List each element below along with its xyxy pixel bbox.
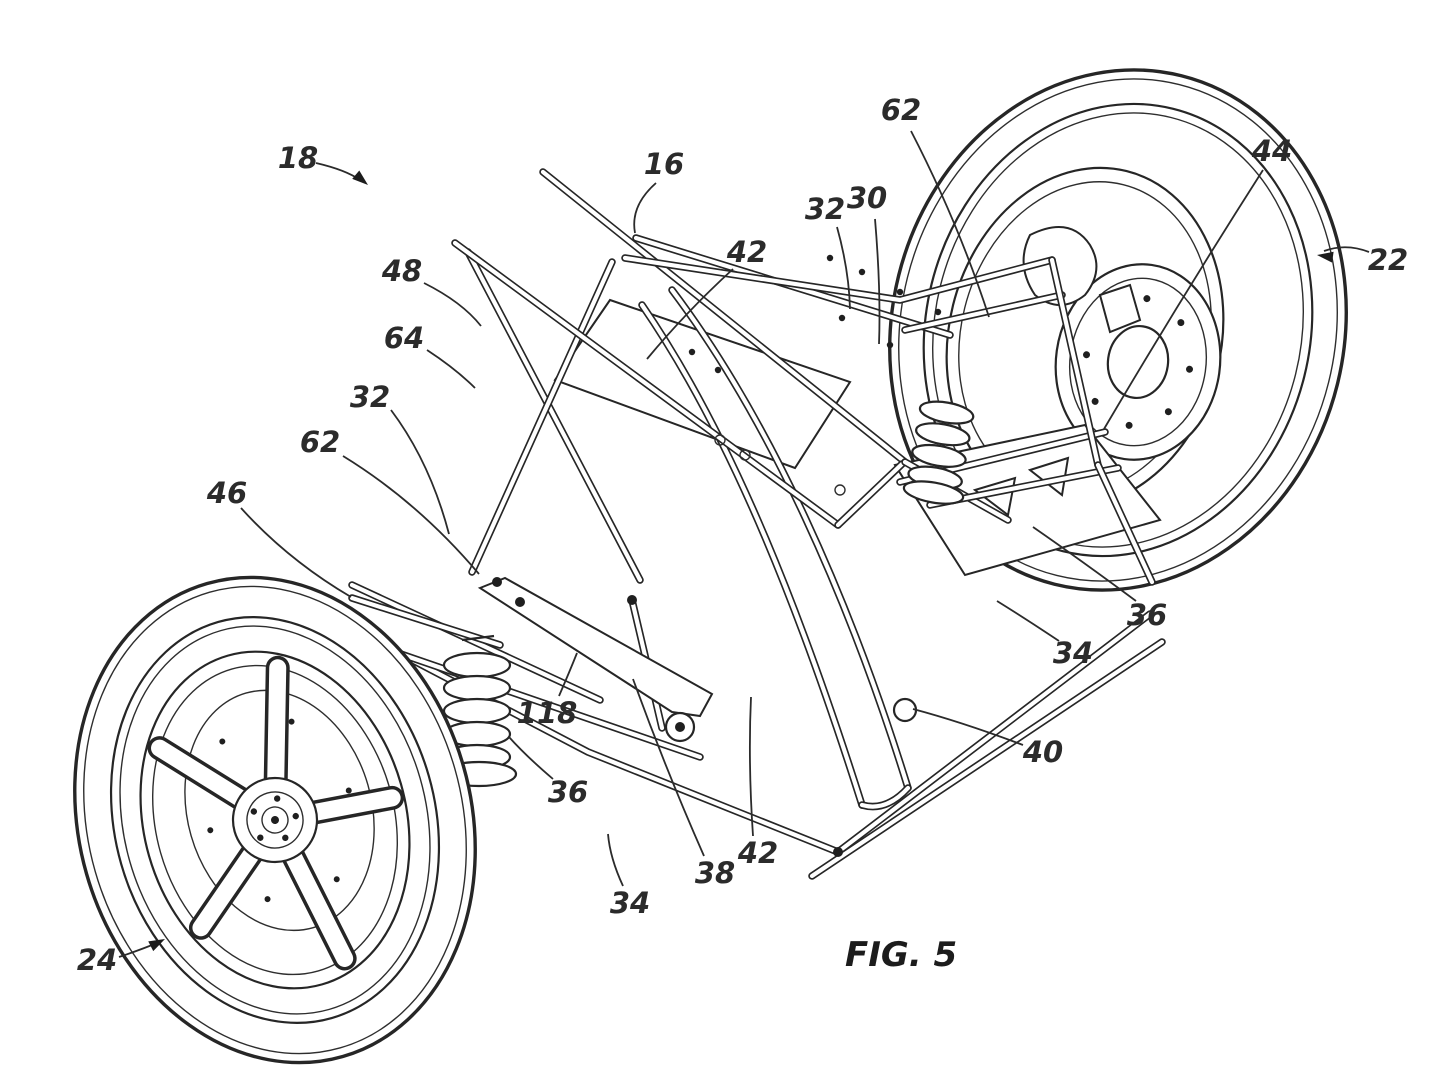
ref-label-24: 24 (77, 943, 117, 977)
ref-label-64: 64 (384, 321, 424, 355)
leader-line-64 (426, 349, 476, 389)
left-wheel (73, 575, 477, 1065)
right-coil-spring (902, 400, 975, 505)
ref-label-118: 118 (517, 696, 578, 730)
arrowhead-18 (352, 170, 368, 185)
leader-line-42 (646, 268, 734, 360)
ref-label-42: 42 (726, 235, 767, 269)
leader-line-36 (1032, 526, 1137, 602)
leader-line-18 (315, 162, 361, 181)
ref-label-36: 36 (548, 775, 588, 809)
right-brake-disc (1054, 263, 1222, 461)
leader-line-36 (508, 736, 554, 780)
ref-label-32: 32 (805, 192, 845, 226)
ref-label-16: 16 (644, 147, 684, 181)
leader-line-30 (874, 218, 881, 345)
leader-line-40 (912, 708, 1024, 746)
leader-line-46 (240, 507, 352, 598)
ref-label-44: 44 (1251, 134, 1292, 168)
figure-caption: FIG. 5 (845, 935, 957, 975)
ref-label-30: 30 (847, 181, 887, 215)
leader-line-62 (342, 455, 480, 575)
leader-line-34 (996, 600, 1060, 642)
leader-line-62 (910, 130, 990, 318)
leader-line-34 (607, 833, 624, 887)
right-brake-caliper (1098, 283, 1142, 334)
ref-label-62: 62 (300, 425, 340, 459)
leader-line-32 (390, 409, 450, 535)
ref-label-22: 22 (1368, 243, 1408, 277)
leader-line-42 (748, 696, 754, 837)
leader-line-44 (1103, 169, 1264, 430)
left-brake-disc (184, 689, 375, 932)
deck-bolts (688, 254, 942, 496)
leader-line-38 (632, 678, 705, 857)
ref-label-32: 32 (350, 380, 390, 414)
ref-label-36: 36 (1127, 598, 1167, 632)
arrowhead-22 (1317, 251, 1334, 263)
leader-line-48 (423, 282, 482, 327)
left-wheel-hub (231, 776, 319, 864)
leader-line-22 (1323, 246, 1370, 253)
ref-label-48: 48 (381, 254, 422, 288)
arrowhead-24 (148, 939, 165, 952)
central-rocker-arm (477, 576, 918, 857)
ref-label-42: 42 (737, 836, 778, 870)
leader-line-16 (633, 182, 657, 234)
leader-line-118 (558, 652, 578, 697)
ref-label-34: 34 (610, 886, 650, 920)
ref-label-18: 18 (278, 141, 318, 175)
ref-label-38: 38 (695, 856, 735, 890)
leader-line-32 (836, 226, 851, 310)
right-steering-knuckle (1022, 226, 1098, 306)
ref-label-40: 40 (1022, 735, 1063, 769)
ref-label-46: 46 (206, 476, 247, 510)
ref-label-62: 62 (881, 93, 921, 127)
ref-label-34: 34 (1053, 636, 1093, 670)
